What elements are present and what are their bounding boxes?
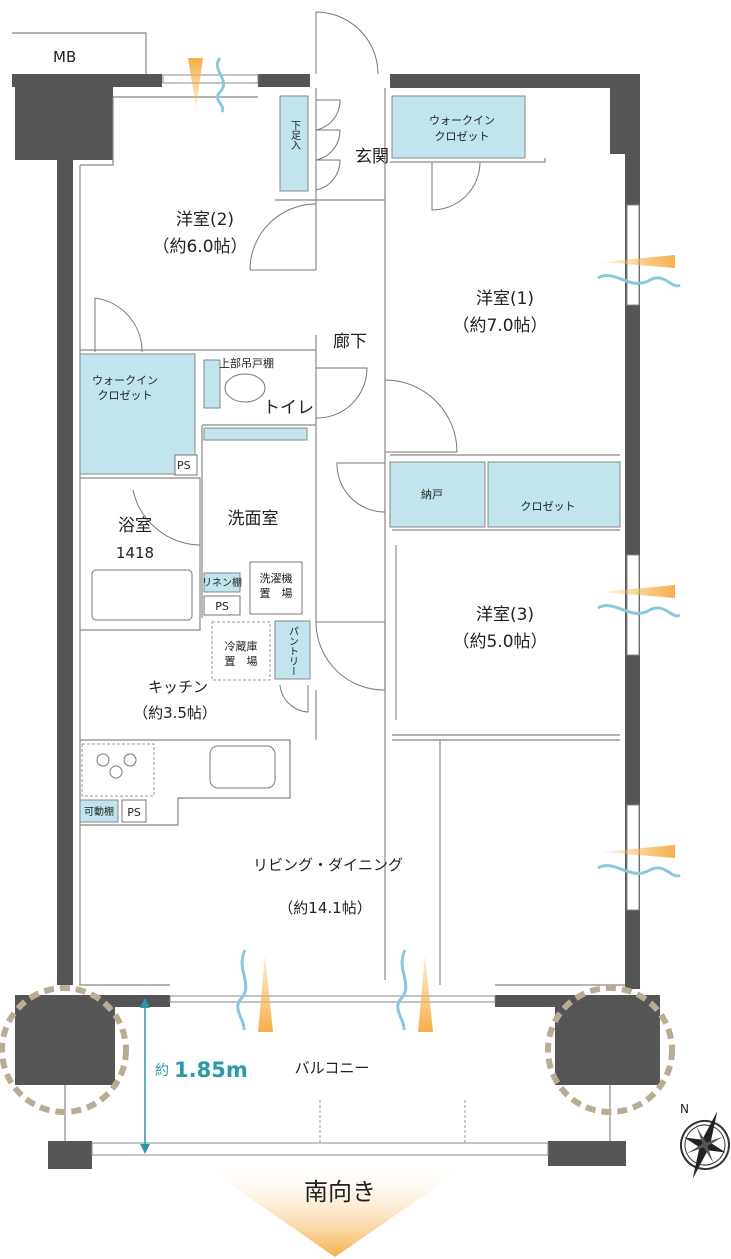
fixtures bbox=[79, 95, 621, 823]
breeze-icon bbox=[215, 57, 226, 113]
compass-icon bbox=[680, 1111, 730, 1179]
upper-cabinet-label: 上部吊戸棚 bbox=[219, 356, 274, 370]
sunlight-icon bbox=[600, 255, 675, 268]
wic-left bbox=[79, 353, 196, 475]
mb-area: MB bbox=[12, 32, 147, 74]
sunlight-icon bbox=[418, 955, 433, 1032]
living-name: リビング・ダイニング bbox=[253, 856, 403, 874]
toilet-fixture bbox=[224, 373, 266, 403]
ps-box-1 bbox=[174, 454, 198, 476]
ps-label-3: PS bbox=[127, 806, 141, 819]
sunlight-icon bbox=[600, 845, 675, 858]
shoe-box bbox=[279, 95, 309, 192]
wic-left-label-2: クロゼット bbox=[98, 389, 153, 402]
washer-space bbox=[249, 561, 303, 615]
genkan-label: 玄関 bbox=[355, 147, 389, 167]
breeze-icon bbox=[597, 864, 681, 878]
sunlight-icon bbox=[188, 58, 203, 108]
washroom-label: 洗面室 bbox=[228, 509, 279, 529]
washer-label-1: 洗濯機 bbox=[260, 571, 293, 585]
shoe-box-label: 下足入 bbox=[289, 120, 301, 150]
closet-label: クロゼット bbox=[521, 500, 576, 513]
interior-walls bbox=[79, 88, 625, 986]
mb-label: MB bbox=[53, 48, 76, 66]
wic-top bbox=[391, 95, 526, 159]
doors bbox=[94, 11, 481, 720]
breeze-icon bbox=[597, 274, 681, 288]
breeze-icon bbox=[597, 604, 681, 618]
kitchen-size: （約3.5帖） bbox=[133, 704, 217, 722]
movable-shelf-label: 可動棚 bbox=[84, 805, 114, 818]
breeze-icon bbox=[236, 949, 248, 1031]
sunlight-breeze-icons bbox=[188, 57, 681, 1032]
room2-size: （約6.0帖） bbox=[152, 237, 247, 257]
room3-name: 洋室(3) bbox=[476, 605, 534, 625]
wic-left-label-1: ウォークイン bbox=[92, 374, 158, 387]
room2-name: 洋室(2) bbox=[176, 210, 234, 230]
room3-size: （約5.0帖） bbox=[452, 632, 547, 652]
fridge-label-1: 冷蔵庫 bbox=[225, 639, 258, 653]
storage-label: 納戸 bbox=[421, 488, 443, 501]
windows bbox=[64, 74, 640, 1156]
balcony-depth-dimension: 約 1.85m bbox=[140, 998, 248, 1154]
wic-top-label-1: ウォークイン bbox=[429, 114, 495, 127]
fridge-label-2: 置 場 bbox=[225, 655, 258, 668]
pillar-marker-right bbox=[545, 985, 675, 1115]
corridor-label: 廊下 bbox=[333, 332, 367, 352]
ps-label-1: PS bbox=[177, 459, 191, 472]
storage-room bbox=[389, 461, 486, 528]
ps-label-2: PS bbox=[215, 600, 229, 613]
compass-north-label: N bbox=[680, 1102, 689, 1116]
room1-name: 洋室(1) bbox=[476, 289, 534, 309]
stove bbox=[81, 743, 155, 797]
depth-value: 1.85m bbox=[174, 1058, 248, 1082]
living-size: （約14.1帖） bbox=[278, 899, 371, 917]
room1-size: （約7.0帖） bbox=[452, 316, 547, 336]
pantry-label: パントリー bbox=[287, 626, 299, 676]
linen-shelf-label: リネン棚 bbox=[202, 576, 242, 589]
balcony-label: バルコニー bbox=[295, 1059, 370, 1077]
pillar-marker-left bbox=[0, 985, 129, 1115]
movable-shelf bbox=[79, 799, 119, 823]
bathtub bbox=[91, 569, 193, 621]
linen-shelf bbox=[203, 572, 241, 593]
wic-top-label-2: クロゼット bbox=[435, 130, 490, 143]
south-direction-arrow bbox=[195, 1160, 475, 1257]
depth-prefix: 約 bbox=[155, 1063, 169, 1079]
bath-size-label: 1418 bbox=[116, 544, 154, 562]
closet bbox=[487, 461, 621, 528]
fridge-space bbox=[211, 621, 271, 681]
orientation-label: 南向き bbox=[304, 1178, 376, 1206]
toilet-label: トイレ bbox=[263, 398, 314, 418]
breeze-icon bbox=[396, 949, 408, 1031]
sunlight-icon bbox=[258, 955, 273, 1032]
kitchen-name: キッチン bbox=[148, 678, 208, 696]
pantry bbox=[274, 620, 311, 680]
room-labels: 玄関 下足入 ウォークイン クロゼット 洋室(2) （約6.0帖） 洋室(1) … bbox=[84, 114, 576, 1077]
sink bbox=[209, 745, 276, 789]
bath-label: 浴室 bbox=[118, 516, 152, 536]
sunlight-icon bbox=[600, 585, 675, 598]
washer-label-2: 置 場 bbox=[260, 587, 293, 600]
